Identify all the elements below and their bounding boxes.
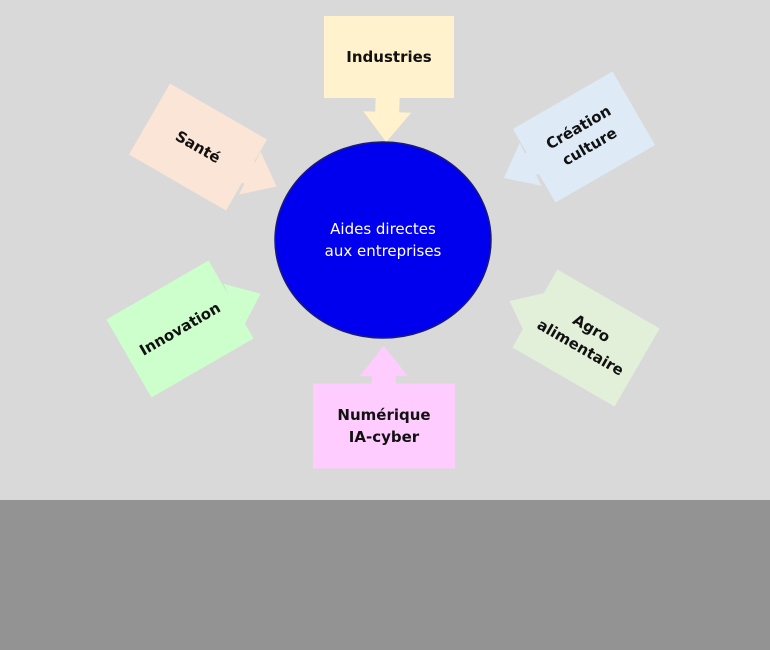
center-label-1: Aides directes xyxy=(330,220,436,238)
box-shape-agro-alimentaire xyxy=(512,269,660,407)
sector-innovation: Innovation xyxy=(106,260,261,398)
sector-sante: Santé xyxy=(129,83,277,211)
box-shape-sante xyxy=(129,83,267,211)
center-circle xyxy=(274,141,492,339)
center-label-2: aux entreprises xyxy=(325,242,442,260)
label-numerique-ia-cyber-1: Numérique xyxy=(337,406,430,424)
label-industries-1: Industries xyxy=(346,48,431,66)
box-shape-innovation xyxy=(106,260,254,398)
box-innovation: Innovation xyxy=(106,260,254,398)
sector-industries: Industries xyxy=(324,16,454,142)
label-numerique-ia-cyber-2: IA-cyber xyxy=(349,428,420,446)
box-sante: Santé xyxy=(129,83,267,211)
box-industries: Industries xyxy=(324,16,454,98)
footer-band xyxy=(0,500,770,650)
box-shape-industries xyxy=(324,16,454,98)
box-shape-creation-culture xyxy=(512,71,656,203)
hub-diagram: IndustriesCréationcultureAgroalimentaire… xyxy=(106,16,660,469)
box-shape-numerique-ia-cyber xyxy=(313,383,455,469)
